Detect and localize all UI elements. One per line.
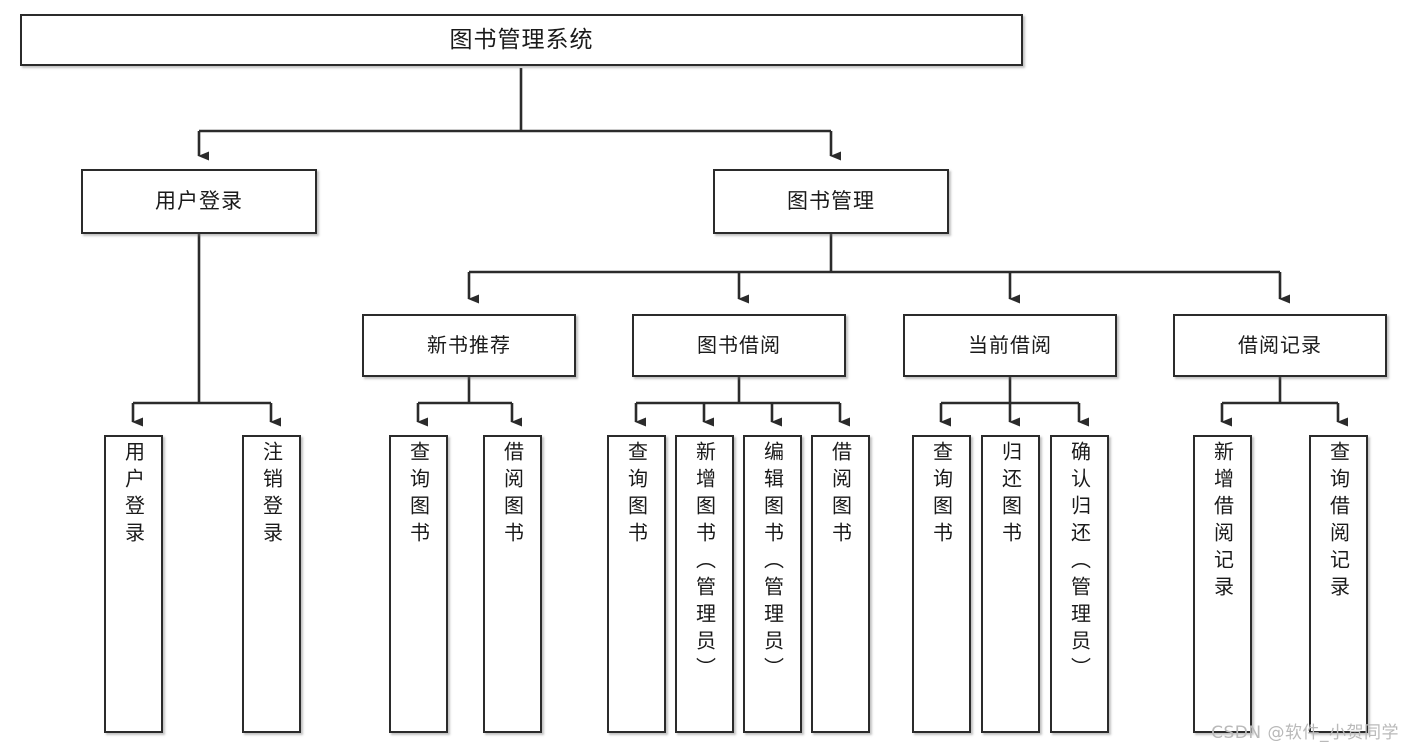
node-book-management-label: 图书管理 bbox=[787, 189, 875, 214]
leaf-user-login-label: 用户登录 bbox=[121, 441, 146, 549]
node-new-book-recommend[interactable]: 新书推荐 bbox=[362, 314, 576, 377]
leaf-logout[interactable]: 注销登录 bbox=[242, 435, 301, 733]
leaf-add-book-admin-label: 新增图书（管理员） bbox=[692, 441, 717, 684]
leaf-query-book-borrow-label: 查询图书 bbox=[624, 441, 649, 549]
node-user-login[interactable]: 用户登录 bbox=[81, 169, 317, 234]
leaf-confirm-return-admin[interactable]: 确认归还（管理员） bbox=[1050, 435, 1109, 733]
connector-group-book-borrow bbox=[634, 377, 850, 427]
leaf-borrow-book-borrow-label: 借阅图书 bbox=[828, 441, 853, 549]
connector-group-new-book-rec bbox=[416, 377, 522, 427]
leaf-edit-book-admin[interactable]: 编辑图书（管理员） bbox=[743, 435, 802, 733]
leaf-borrow-book-borrow[interactable]: 借阅图书 bbox=[811, 435, 870, 733]
leaf-query-book-borrow[interactable]: 查询图书 bbox=[607, 435, 666, 733]
connector-group-user-login bbox=[131, 234, 281, 427]
connector-group-borrow-record bbox=[1220, 377, 1348, 427]
leaf-query-book-new-recommend-label: 查询图书 bbox=[406, 441, 431, 549]
connector-group-book-mgmt bbox=[467, 234, 1290, 304]
leaf-return-book-label: 归还图书 bbox=[998, 441, 1023, 549]
node-root-label: 图书管理系统 bbox=[449, 26, 594, 53]
leaf-add-borrow-record-label: 新增借阅记录 bbox=[1210, 441, 1235, 603]
leaf-query-book-current-label: 查询图书 bbox=[929, 441, 954, 549]
node-current-borrow[interactable]: 当前借阅 bbox=[903, 314, 1117, 377]
leaf-user-login[interactable]: 用户登录 bbox=[104, 435, 163, 733]
node-root[interactable]: 图书管理系统 bbox=[20, 14, 1023, 66]
node-book-borrow[interactable]: 图书借阅 bbox=[632, 314, 846, 377]
leaf-query-book-current[interactable]: 查询图书 bbox=[912, 435, 971, 733]
connector-group-root bbox=[197, 68, 841, 161]
leaf-edit-book-admin-label: 编辑图书（管理员） bbox=[760, 441, 785, 684]
node-current-borrow-label: 当前借阅 bbox=[968, 333, 1052, 357]
node-new-book-recommend-label: 新书推荐 bbox=[427, 333, 511, 357]
node-user-login-label: 用户登录 bbox=[155, 189, 243, 214]
connector-group-current-borrow bbox=[939, 377, 1089, 427]
leaf-add-borrow-record[interactable]: 新增借阅记录 bbox=[1193, 435, 1252, 733]
leaf-add-book-admin[interactable]: 新增图书（管理员） bbox=[675, 435, 734, 733]
node-borrow-record[interactable]: 借阅记录 bbox=[1173, 314, 1387, 377]
node-borrow-record-label: 借阅记录 bbox=[1238, 333, 1322, 357]
leaf-borrow-book-new-recommend-label: 借阅图书 bbox=[500, 441, 525, 549]
leaf-logout-label: 注销登录 bbox=[259, 441, 284, 549]
leaf-confirm-return-admin-label: 确认归还（管理员） bbox=[1067, 441, 1092, 684]
leaf-borrow-book-new-recommend[interactable]: 借阅图书 bbox=[483, 435, 542, 733]
leaf-query-borrow-record[interactable]: 查询借阅记录 bbox=[1309, 435, 1368, 733]
node-book-borrow-label: 图书借阅 bbox=[697, 333, 781, 357]
leaf-return-book[interactable]: 归还图书 bbox=[981, 435, 1040, 733]
leaf-query-borrow-record-label: 查询借阅记录 bbox=[1326, 441, 1351, 603]
leaf-query-book-new-recommend[interactable]: 查询图书 bbox=[389, 435, 448, 733]
node-book-management[interactable]: 图书管理 bbox=[713, 169, 949, 234]
